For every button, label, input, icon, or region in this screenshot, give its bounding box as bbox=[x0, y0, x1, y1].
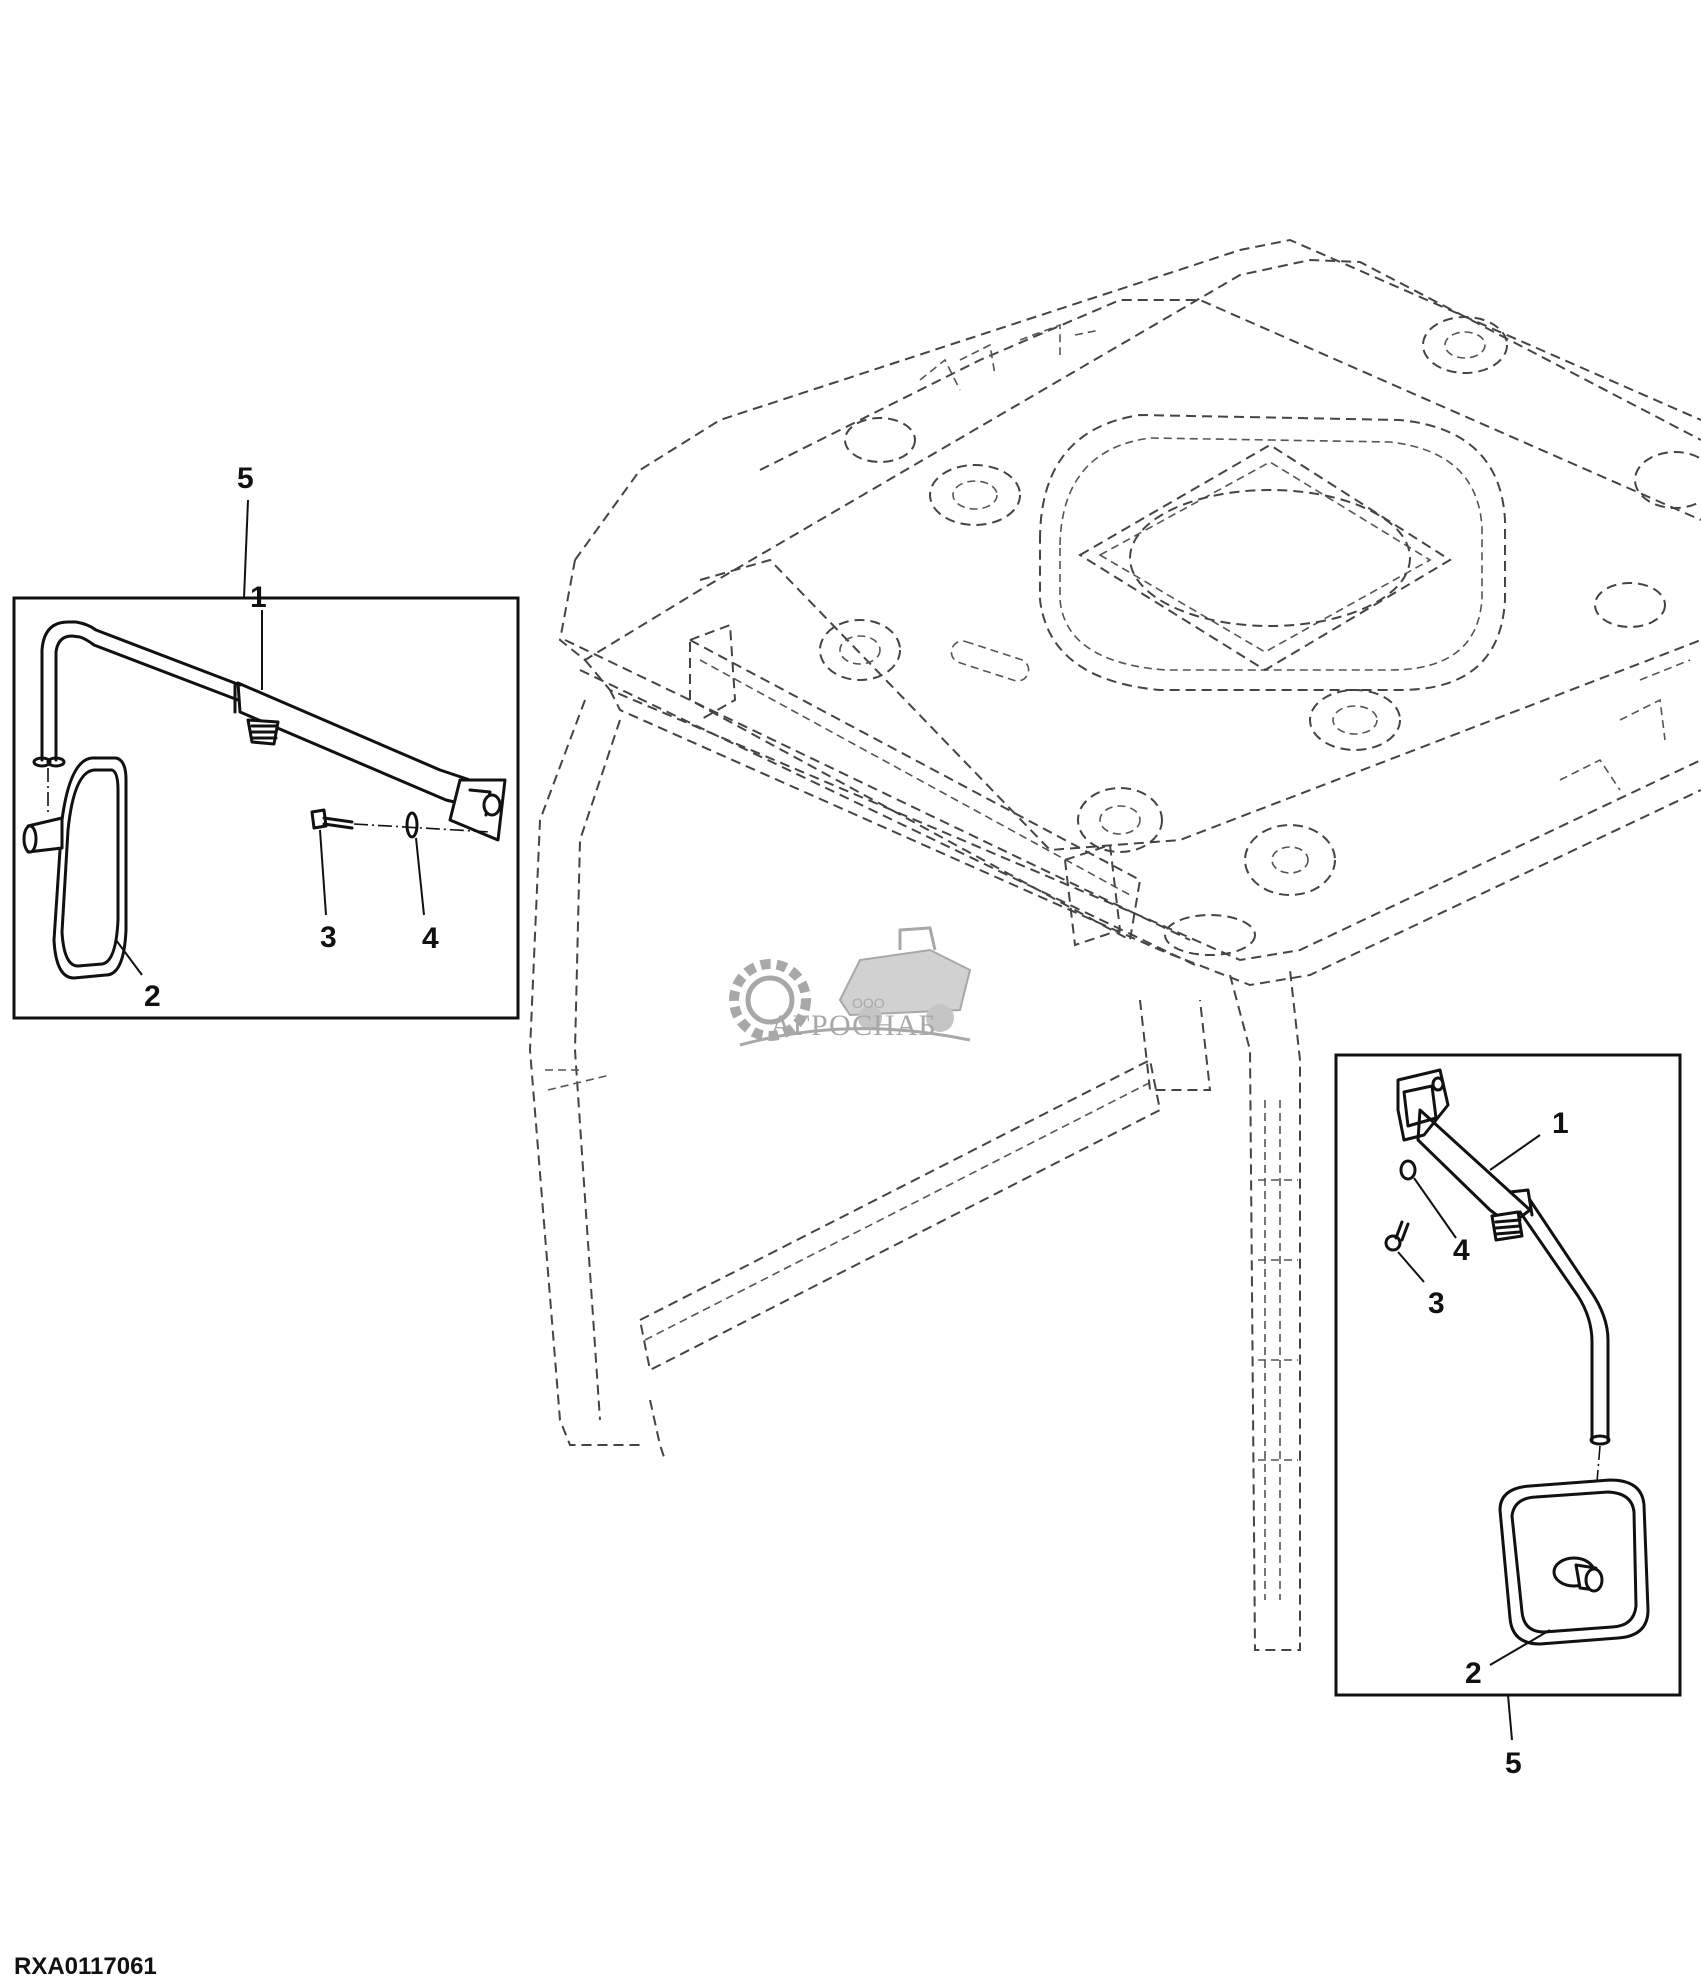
left-callout-assembly: 5 bbox=[237, 462, 254, 495]
watermark-company-small: ООО bbox=[852, 995, 885, 1011]
left-callout-arm: 1 bbox=[250, 581, 267, 614]
left-washer bbox=[405, 811, 419, 839]
left-callout-mirror: 2 bbox=[144, 980, 161, 1013]
right-mirror-head bbox=[1498, 1478, 1650, 1646]
cab-roof-phantom bbox=[558, 238, 1701, 987]
left-detail-frame bbox=[12, 596, 520, 1020]
right-callout-screw: 3 bbox=[1428, 1287, 1445, 1320]
watermark-company-name: АГРОСНАБ bbox=[770, 1009, 937, 1042]
right-callout-mirror: 2 bbox=[1465, 1657, 1482, 1690]
right-callout-washer: 4 bbox=[1453, 1234, 1470, 1267]
right-callout-arm: 1 bbox=[1552, 1107, 1569, 1140]
right-mirror-arm bbox=[1416, 1108, 1611, 1446]
gear-icon bbox=[729, 959, 811, 1041]
left-detail-inset: 5 1 2 bbox=[12, 462, 520, 1020]
left-callout-washer: 4 bbox=[422, 922, 439, 955]
harvester-icon bbox=[838, 926, 972, 1032]
right-screw bbox=[1384, 1220, 1410, 1252]
left-mirror-arm bbox=[32, 620, 507, 842]
right-washer bbox=[1399, 1159, 1417, 1181]
watermark: ООО АГРОСНАБ bbox=[729, 926, 972, 1047]
left-mirror-head bbox=[22, 756, 128, 980]
right-detail-inset: 5 1 4 3 bbox=[1334, 1053, 1682, 1780]
left-screw bbox=[310, 808, 354, 830]
left-callout-screw: 3 bbox=[320, 921, 337, 954]
right-mirror-bracket bbox=[1396, 1068, 1450, 1142]
cab-posts-phantom bbox=[528, 699, 1301, 1651]
figure-id: RXA0117061 bbox=[14, 1953, 157, 1980]
right-callout-assembly: 5 bbox=[1505, 1747, 1522, 1780]
